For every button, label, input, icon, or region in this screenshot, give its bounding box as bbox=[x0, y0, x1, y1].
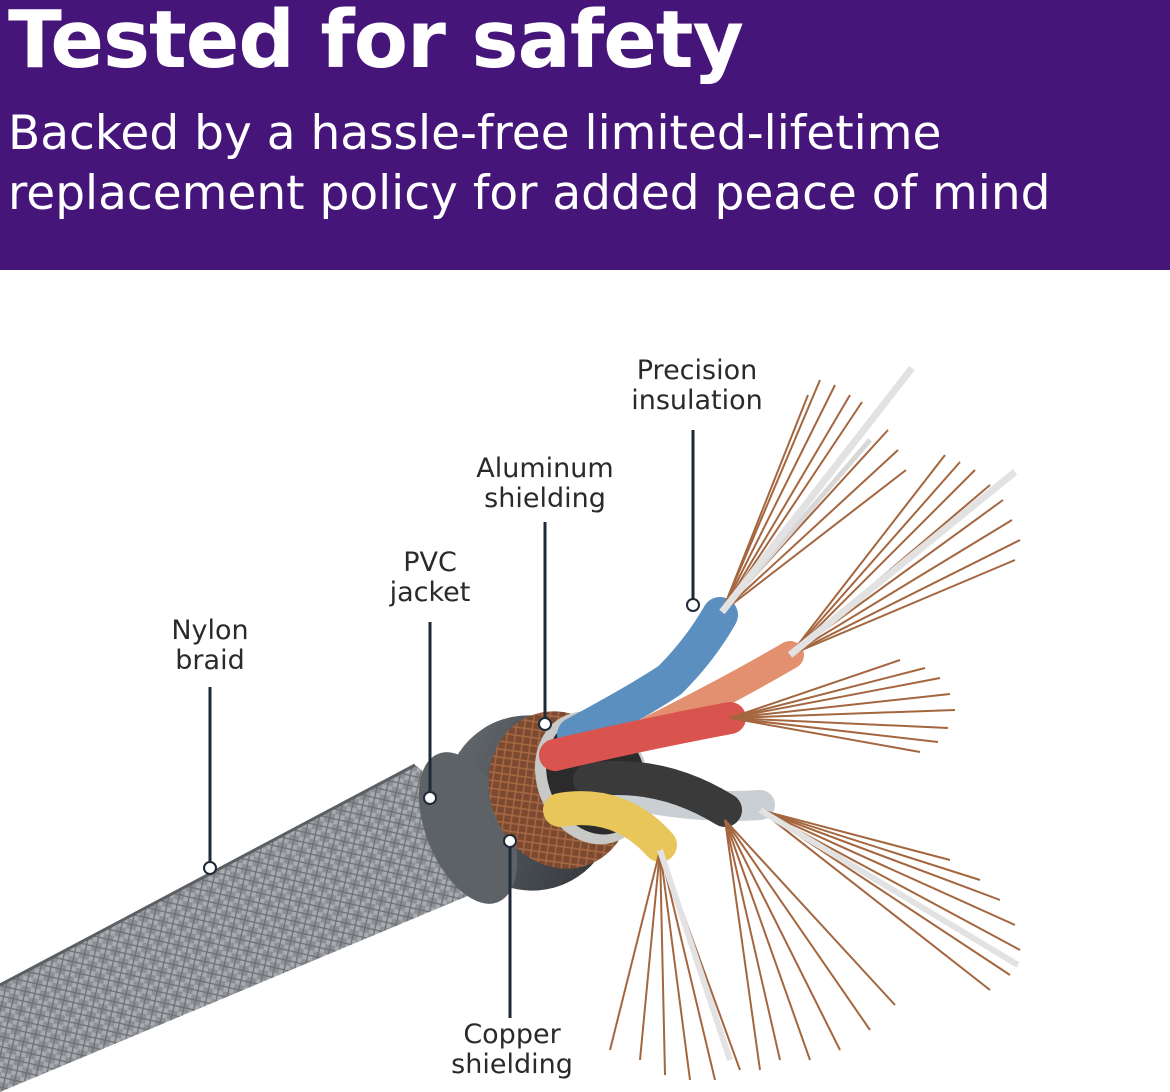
inner-wires bbox=[539, 597, 804, 862]
label-precision-insulation-line-2: insulation bbox=[631, 385, 763, 416]
label-copper-shielding-line-1: Copper bbox=[463, 1019, 561, 1050]
label-aluminum-shielding-line-1: Aluminum bbox=[476, 453, 614, 484]
label-aluminum-shielding-line-2: shielding bbox=[484, 483, 606, 514]
banner-subtitle: Backed by a hassle-free limited-lifetime… bbox=[8, 104, 1051, 224]
label-aluminum-shielding: Aluminum shielding bbox=[435, 454, 655, 514]
header-banner: Tested for safety Backed by a hassle-fre… bbox=[0, 0, 1170, 270]
label-copper-shielding: Copper shielding bbox=[402, 1020, 622, 1080]
banner-subtitle-line-1: Backed by a hassle-free limited-lifetime bbox=[8, 106, 942, 161]
banner-title: Tested for safety bbox=[8, 0, 744, 86]
cable-cutaway-diagram: Precision insulation Aluminum shielding … bbox=[0, 270, 1170, 1092]
label-nylon-braid: Nylon braid bbox=[100, 616, 320, 676]
label-precision-insulation: Precision insulation bbox=[587, 356, 807, 416]
label-nylon-braid-line-2: braid bbox=[175, 645, 245, 676]
copper-strands bbox=[609, 365, 1021, 1081]
label-precision-insulation-line-1: Precision bbox=[636, 355, 758, 386]
callout-dots bbox=[203, 598, 700, 875]
label-copper-shielding-line-2: shielding bbox=[451, 1049, 573, 1080]
nylon-braid-sleeve bbox=[0, 763, 474, 1092]
label-pvc-jacket: PVC jacket bbox=[320, 548, 540, 608]
cable-illustration bbox=[0, 365, 1021, 1092]
banner-subtitle-line-2: replacement policy for added peace of mi… bbox=[8, 166, 1051, 221]
label-pvc-jacket-line-2: jacket bbox=[389, 577, 471, 608]
callout-lines bbox=[208, 430, 695, 1018]
label-nylon-braid-line-1: Nylon bbox=[171, 615, 249, 646]
label-pvc-jacket-line-1: PVC bbox=[403, 547, 457, 578]
